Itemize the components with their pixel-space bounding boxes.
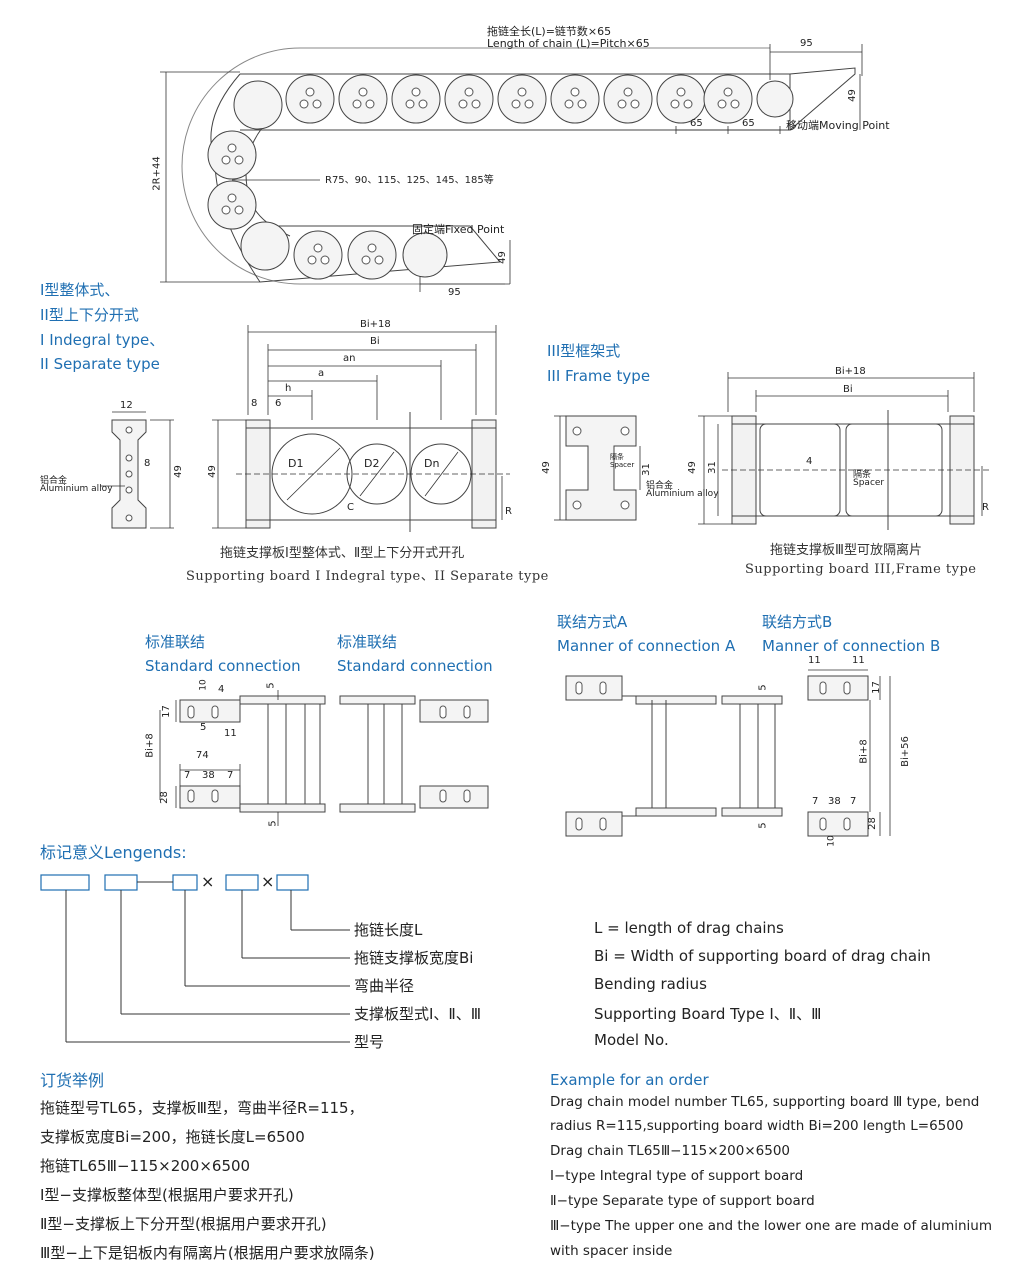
order-en-heading: Example for an order xyxy=(550,1071,709,1089)
std1-heading-en: Standard connection xyxy=(145,657,301,675)
type3-heading-cn: III型框架式 xyxy=(547,342,621,360)
legend-cn-3: 弯曲半径 xyxy=(354,977,415,995)
t3-caption-cn: 拖链支撑板Ⅲ型可放隔离片 xyxy=(770,543,922,558)
t12-caption-cn: 拖链支撑板I型整体式、Ⅱ型上下分开式开孔 xyxy=(220,546,465,561)
t12-dim-12: 12 xyxy=(120,400,133,411)
order-cn-line-6: Ⅲ型−上下是铝板内有隔离片(根据用户要求放隔条) xyxy=(40,1244,375,1262)
c-d7a: 7 xyxy=(184,770,191,781)
legend-en-1: L = length of drag chains xyxy=(594,919,784,937)
b-d11a: 11 xyxy=(808,655,821,666)
order-en-line-3: Drag chain TL65Ⅲ−115×200×6500 xyxy=(550,1143,791,1159)
chain-length-en: Length of chain (L)=Pitch×65 xyxy=(487,37,650,50)
dim-95-bottom: 95 xyxy=(448,287,461,298)
std1-heading-cn: 标准联结 xyxy=(145,633,206,651)
type12-heading-cn2: II型上下分开式 xyxy=(40,306,139,324)
order-cn-line-3: 拖链TL65Ⅲ−115×200×6500 xyxy=(40,1157,251,1175)
legend-times-1: × xyxy=(201,872,215,891)
b-d38: 38 xyxy=(828,796,841,807)
c-d5b: 5 xyxy=(200,722,207,733)
t12-d6: 6 xyxy=(275,398,282,409)
std2-heading-en: Standard connection xyxy=(337,657,493,675)
order-cn-line-1: 拖链型号TL65，支撑板Ⅲ型，弯曲半径R=115， xyxy=(40,1099,364,1117)
type3-heading-en: III Frame type xyxy=(547,367,651,385)
chain-length-cn: 拖链全长(L)=链节数×65 xyxy=(487,25,612,38)
t3-spacer-cn: 隔条 xyxy=(610,453,624,461)
legend-en-4: Supporting Board Type Ⅰ、Ⅱ、Ⅲ xyxy=(594,1005,822,1023)
t12-alu-en: Aluminium alloy xyxy=(40,484,113,494)
t12-R: R xyxy=(505,506,512,517)
t12-d8: 8 xyxy=(251,398,258,409)
moving-point-label: 移动端Moving Point xyxy=(786,119,890,132)
legend-heading: 标记意义Lengends: xyxy=(40,843,187,862)
legend-cn-2: 拖链支撑板宽度Bi xyxy=(354,949,474,967)
type12-heading-en1: I Indegral type、 xyxy=(40,331,165,349)
c-d4: 4 xyxy=(218,684,225,695)
conn-b-heading-en: Manner of connection B xyxy=(762,637,941,655)
order-en-line-1: Drag chain model number TL65, supporting… xyxy=(550,1094,980,1110)
legend-cn-5: 型号 xyxy=(354,1033,385,1051)
fixed-point-label: 固定端Fixed Point xyxy=(412,223,505,236)
t3-R: R xyxy=(982,502,989,513)
t12-dim-8: 8 xyxy=(144,458,151,469)
order-cn-line-5: Ⅱ型−支撑板上下分开型(根据用户要求开孔) xyxy=(40,1215,327,1233)
legend-en-5: Model No. xyxy=(594,1031,669,1049)
order-cn-line-2: 支撑板宽度Bi=200，拖链长度L=6500 xyxy=(40,1128,305,1146)
c-d11: 11 xyxy=(224,728,237,739)
t3-alu-cn: 铝合金 xyxy=(646,481,674,491)
dim-65-b: 65 xyxy=(742,118,755,129)
t12-bi: Bi xyxy=(370,336,380,347)
order-cn-heading: 订货举例 xyxy=(40,1071,105,1090)
radius-label: R75、90、115、125、145、185等 xyxy=(325,175,494,186)
type12-heading-cn1: I型整体式、 xyxy=(40,281,120,299)
t3-bi: Bi xyxy=(843,384,853,395)
type12-heading-en2: II Separate type xyxy=(40,355,160,373)
t12-C: C xyxy=(347,502,354,513)
t12-caption-en: Supporting board I Indegral type、II Sepa… xyxy=(186,569,549,584)
dim-65-a: 65 xyxy=(690,118,703,129)
t12-a: a xyxy=(318,368,325,379)
order-en-line-5: Ⅱ−type Separate type of support board xyxy=(550,1193,815,1209)
t12-alu-cn: 铝合金 xyxy=(40,476,68,486)
t3-spacer2-en: Spacer xyxy=(853,478,885,488)
legend-en-3: Bending radius xyxy=(594,975,707,993)
t12-an: an xyxy=(343,353,356,364)
t12-Dn: Dn xyxy=(424,457,440,470)
order-en-line-2: radius R=115,supporting board width Bi=2… xyxy=(550,1118,964,1134)
t12-h: h xyxy=(285,383,292,394)
order-en-line-7: with spacer inside xyxy=(550,1243,673,1259)
b-d11b: 11 xyxy=(852,655,865,666)
c-d38: 38 xyxy=(202,770,215,781)
t3-spacer-en: Spacer xyxy=(610,461,635,469)
t3-alu-en: Aluminium alloy xyxy=(646,489,719,499)
legend-times-2: × xyxy=(261,872,275,891)
conn-b-heading-cn: 联结方式B xyxy=(762,613,833,631)
std2-heading-cn: 标准联结 xyxy=(337,633,398,651)
order-en-line-6: Ⅲ−type The upper one and the lower one a… xyxy=(550,1218,992,1234)
t3-bi18: Bi+18 xyxy=(835,366,866,377)
legend-cn-1: 拖链长度L xyxy=(354,921,423,939)
legend-en-2: Bi = Width of supporting board of drag c… xyxy=(594,947,931,965)
t12-D1: D1 xyxy=(288,457,304,470)
c-d74: 74 xyxy=(196,750,209,761)
legend-cn-4: 支撑板型式Ⅰ、Ⅱ、Ⅲ xyxy=(354,1005,482,1023)
conn-a-heading-cn: 联结方式A xyxy=(557,613,628,631)
t12-bi18: Bi+18 xyxy=(360,319,391,330)
t3-caption-en: Supporting board III,Frame type xyxy=(745,562,977,577)
conn-a-heading-en: Manner of connection A xyxy=(557,637,736,655)
t3-d4: 4 xyxy=(806,456,813,467)
dim-95-top: 95 xyxy=(800,38,813,49)
b-d7a: 7 xyxy=(812,796,819,807)
t3-spacer2-cn: 隔条 xyxy=(853,470,872,480)
t12-D2: D2 xyxy=(364,457,380,470)
order-en-line-4: Ⅰ−type Integral type of support board xyxy=(550,1168,804,1184)
order-cn-line-4: Ⅰ型−支撑板整体型(根据用户要求开孔) xyxy=(40,1186,294,1204)
b-d7b: 7 xyxy=(850,796,857,807)
c-d7b: 7 xyxy=(227,770,234,781)
